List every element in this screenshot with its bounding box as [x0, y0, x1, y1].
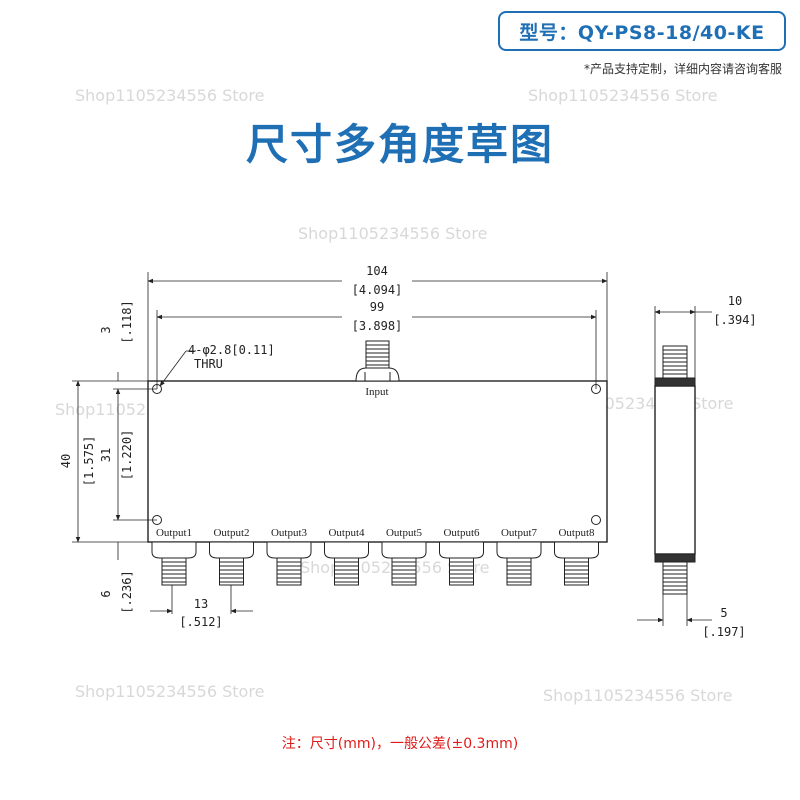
output-label: Output2	[213, 527, 249, 539]
output-label: Output1	[156, 527, 192, 539]
hole-callout-thru: THRU	[194, 357, 223, 371]
output-connector: Output5	[381, 527, 427, 586]
dim-height-in: [1.575]	[82, 436, 96, 487]
output-label: Output4	[328, 527, 365, 539]
output-label: Output8	[558, 527, 595, 539]
side-view	[654, 345, 696, 595]
output-connector: Output7	[496, 527, 542, 586]
output-connector: Output2	[209, 527, 254, 586]
dim-overall-width: 104	[366, 264, 388, 278]
dim-overall-width-in: [4.094]	[352, 283, 403, 297]
output-connector: Output3	[266, 527, 312, 586]
dim-thickness-in: [.394]	[713, 313, 756, 327]
page-title: 尺寸多角度草图	[245, 120, 554, 169]
output-connectors: Output1 Output2 Output3 Output4 Output5 Outpu…	[151, 527, 599, 586]
dim-connector-offset-in: [.197]	[702, 625, 745, 639]
dim-top-offset: 3	[99, 326, 113, 333]
divider-body	[147, 380, 608, 543]
input-connector	[355, 340, 400, 382]
dim-pitch-in: [.512]	[179, 615, 222, 629]
dim-hole-vertical-in: [1.220]	[120, 430, 134, 481]
dim-hole-spacing: 99	[370, 300, 384, 314]
output-label: Output6	[443, 527, 480, 539]
output-label: Output3	[271, 527, 308, 539]
hole-callout: 4-φ2.8[0.11]	[188, 343, 275, 357]
dim-pitch: 13	[194, 597, 208, 611]
model-number-box: 型号：QY-PS8-18/40-KE	[498, 11, 786, 51]
mounting-hole	[591, 515, 601, 525]
dim-bottom-offset-in: [.236]	[120, 570, 134, 613]
input-label: Input	[365, 386, 388, 398]
dim-height: 40	[59, 454, 73, 468]
dim-thickness: 10	[728, 294, 742, 308]
model-number: 型号：QY-PS8-18/40-KE	[519, 21, 765, 44]
output-connector: Output6	[439, 527, 484, 586]
dim-hole-spacing-in: [3.898]	[352, 319, 403, 333]
customization-note: *产品支持定制，详细内容请咨询客服	[583, 62, 782, 76]
output-label: Output7	[501, 527, 538, 539]
tolerance-note: 注：尺寸(mm)，一般公差(±0.3mm)	[281, 736, 519, 752]
dim-hole-vertical: 31	[99, 448, 113, 462]
dim-bottom-offset: 6	[99, 590, 113, 597]
dim-connector-offset: 5	[720, 606, 727, 620]
output-label: Output5	[386, 527, 423, 539]
dim-top-offset-in: [.118]	[120, 300, 134, 343]
output-connector: Output8	[554, 527, 599, 586]
output-connector: Output4	[324, 527, 369, 586]
output-connector: Output1	[151, 527, 197, 586]
